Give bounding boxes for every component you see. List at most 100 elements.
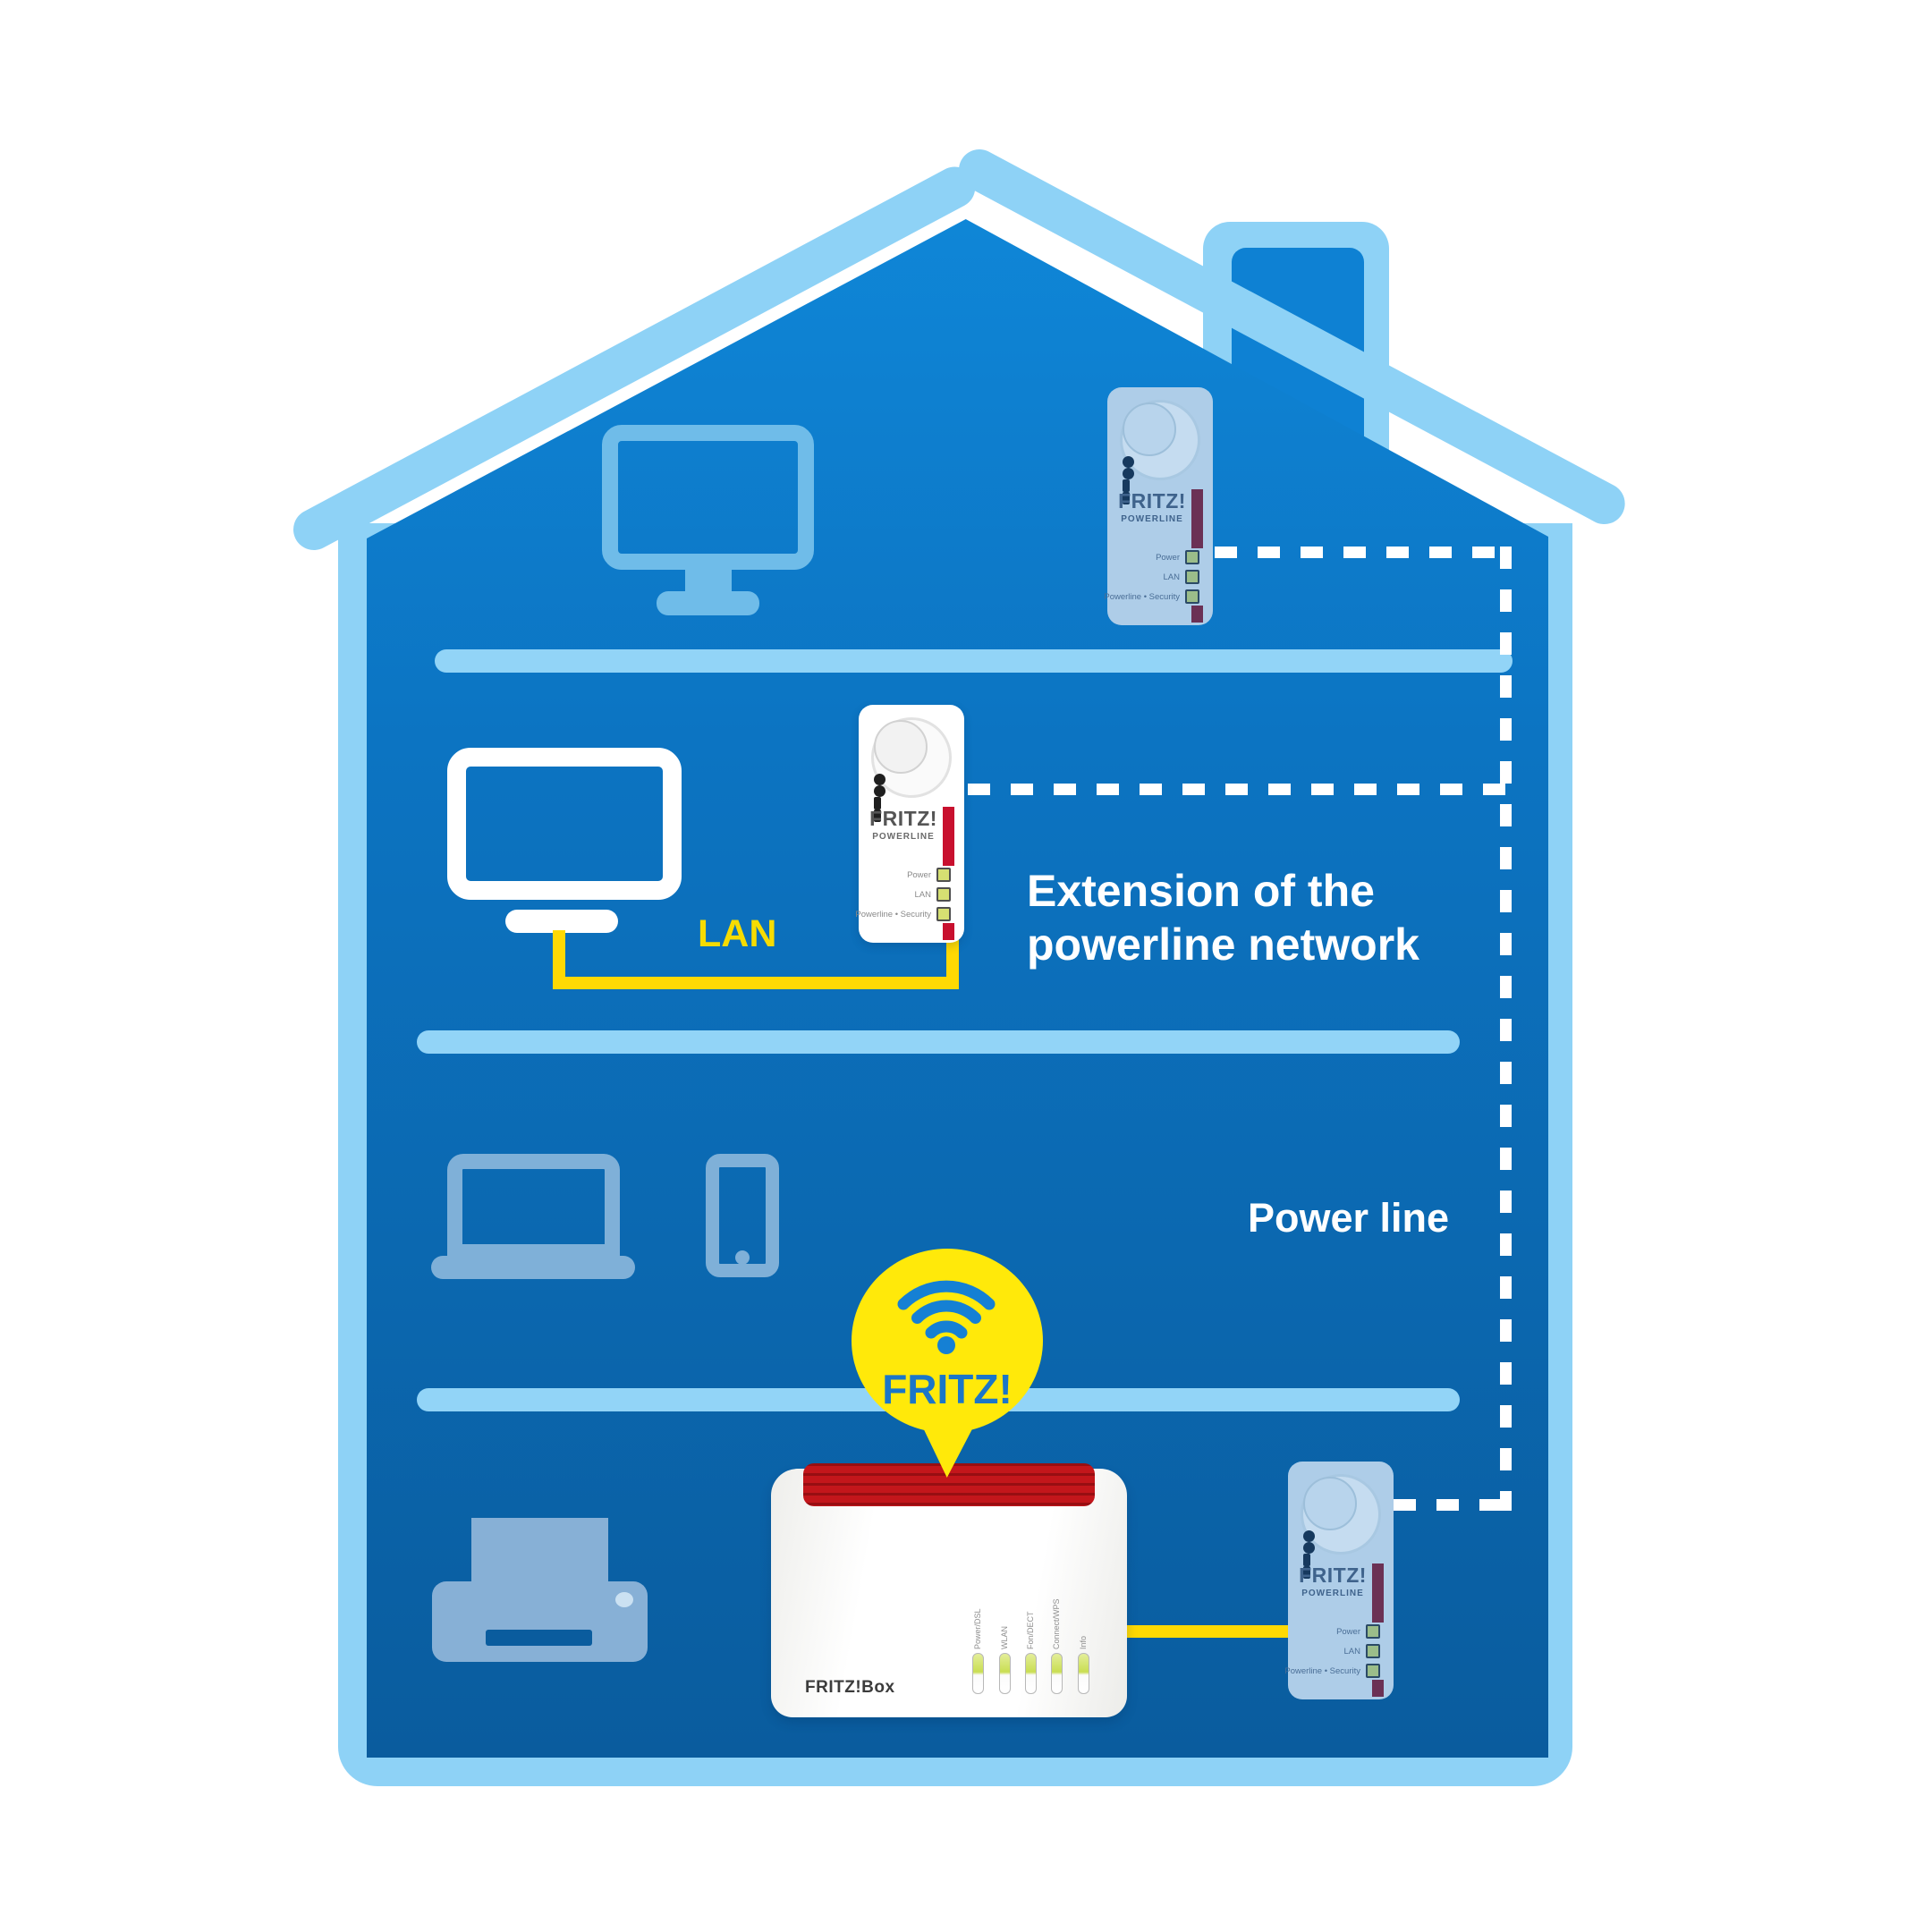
printer-icon-paper — [471, 1518, 608, 1585]
adapter-brand-label: FRITZ! — [869, 807, 937, 830]
adapter-led-row-power: Power — [1292, 1624, 1380, 1639]
adapter-stripe — [943, 807, 954, 866]
led-indicator — [936, 887, 951, 902]
fritzbox-red-louver — [803, 1463, 1095, 1506]
led-indicator — [1185, 570, 1199, 584]
laptop-icon-base — [431, 1256, 635, 1279]
tv-icon-stand — [505, 910, 618, 933]
powerline-dashed-middle — [968, 784, 1512, 795]
router-led-indicator — [1025, 1653, 1037, 1694]
socket-icon — [1301, 1474, 1381, 1579]
led-label: LAN — [1163, 572, 1180, 582]
socket-recess — [874, 720, 928, 774]
led-indicator — [936, 868, 951, 882]
wifi-callout-label: FRITZ! — [882, 1366, 1013, 1412]
led-indicator — [1366, 1624, 1380, 1639]
laptop-icon — [447, 1154, 620, 1259]
adapter-stripe — [1191, 489, 1203, 548]
socket-ground-clip-bottom — [1303, 1566, 1310, 1579]
lan-cable-label: LAN — [698, 912, 777, 955]
adapter-led-row-power: Power — [862, 868, 951, 882]
led-label: Power — [907, 869, 931, 880]
router-led-label: Power/DSL — [973, 1608, 982, 1649]
extension-annotation: Extension of the powerline network — [1027, 864, 1419, 971]
router-led-label: Connect/WPS — [1052, 1598, 1061, 1649]
led-label: LAN — [914, 889, 931, 900]
adapter-led-row-security: Powerline • Security — [1104, 589, 1199, 604]
socket-icon — [1120, 400, 1200, 504]
adapter-stripe — [1372, 1563, 1384, 1623]
router-led-label: Fon/DECT — [1026, 1611, 1035, 1649]
led-indicator — [1366, 1664, 1380, 1678]
socket-hole-right — [1123, 468, 1134, 479]
powerline-dashed-top — [1215, 547, 1512, 558]
fritzbox-router — [771, 1469, 1127, 1717]
router-led-label: Info — [1079, 1635, 1088, 1649]
router-led-label: WLAN — [1000, 1625, 1009, 1649]
lan-cable-tv-horizontal — [553, 977, 959, 989]
socket-hole-left — [1303, 1530, 1315, 1542]
adapter-product-label: Powerline — [872, 832, 935, 842]
led-label: LAN — [1343, 1646, 1360, 1657]
lan-cable-adapter-vertical — [946, 937, 959, 989]
fritzbox-logo: FRITZ!Box — [805, 1678, 895, 1697]
smartphone-icon — [706, 1154, 779, 1277]
adapter-product-label: Powerline — [1121, 514, 1183, 524]
router-led-indicator — [1051, 1653, 1063, 1694]
power-line-annotation: Power line — [1248, 1195, 1450, 1241]
floor-divider-1 — [435, 649, 1513, 673]
floor-divider-2 — [417, 1030, 1460, 1054]
powerline-adapter-ground-floor: FRITZ! Powerline Power LAN Powerline • S… — [1284, 1462, 1394, 1699]
socket-ground-clip-top — [874, 797, 881, 809]
powerline-adapter-living-room: FRITZ! Powerline Power LAN Powerline • S… — [855, 705, 964, 943]
adapter-led-row-lan: LAN — [862, 887, 951, 902]
socket-hole-right — [874, 785, 886, 797]
router-led-indicator — [1078, 1653, 1089, 1694]
adapter-led-row-lan: LAN — [1292, 1644, 1380, 1658]
tv-icon — [447, 748, 682, 900]
led-label: Powerline • Security — [1104, 591, 1180, 602]
led-label: Powerline • Security — [855, 909, 931, 919]
extension-annotation-line2: powerline network — [1027, 919, 1419, 970]
printer-icon-output-slot — [486, 1630, 592, 1646]
led-label: Power — [1156, 552, 1180, 563]
printer-icon — [432, 1581, 648, 1662]
socket-hole-left — [1123, 456, 1134, 468]
socket-hole-right — [1303, 1542, 1315, 1554]
monitor-icon — [602, 425, 814, 570]
printer-icon-button — [615, 1592, 633, 1607]
powerline-dashed-vertical — [1500, 547, 1512, 1511]
socket-ground-clip-bottom — [1123, 492, 1130, 504]
socket-recess — [1123, 402, 1176, 456]
socket-ground-clip-top — [1303, 1554, 1310, 1566]
monitor-icon-stand-base — [657, 591, 759, 615]
socket-recess — [1303, 1477, 1357, 1530]
led-indicator — [936, 907, 951, 921]
adapter-stripe-bottom — [1191, 606, 1203, 623]
led-indicator — [1185, 550, 1199, 564]
adapter-led-row-security: Powerline • Security — [1284, 1664, 1380, 1678]
adapter-brand-label: FRITZ! — [1118, 489, 1186, 513]
led-label: Power — [1336, 1626, 1360, 1637]
powerline-adapter-attic: FRITZ! Powerline Power LAN Powerline • S… — [1104, 387, 1213, 625]
smartphone-icon-home-button — [735, 1250, 750, 1265]
adapter-led-row-security: Powerline • Security — [855, 907, 951, 921]
adapter-led-row-lan: LAN — [1111, 570, 1199, 584]
adapter-product-label: Powerline — [1301, 1589, 1364, 1598]
adapter-brand-label: FRITZ! — [1299, 1563, 1367, 1587]
router-led-indicator — [972, 1653, 984, 1694]
lan-cable-router-to-adapter — [1123, 1625, 1292, 1638]
led-indicator — [1366, 1644, 1380, 1658]
adapter-stripe-bottom — [1372, 1680, 1384, 1697]
extension-annotation-line1: Extension of the — [1027, 866, 1375, 916]
lan-cable-tv-vertical — [553, 930, 565, 989]
socket-ground-clip-bottom — [874, 809, 881, 822]
socket-ground-clip-top — [1123, 479, 1130, 492]
router-led-indicator — [999, 1653, 1011, 1694]
adapter-stripe-bottom — [943, 923, 954, 940]
powerline-dashed-bottom — [1394, 1499, 1512, 1511]
led-indicator — [1185, 589, 1199, 604]
adapter-led-row-power: Power — [1111, 550, 1199, 564]
led-label: Powerline • Security — [1284, 1665, 1360, 1676]
